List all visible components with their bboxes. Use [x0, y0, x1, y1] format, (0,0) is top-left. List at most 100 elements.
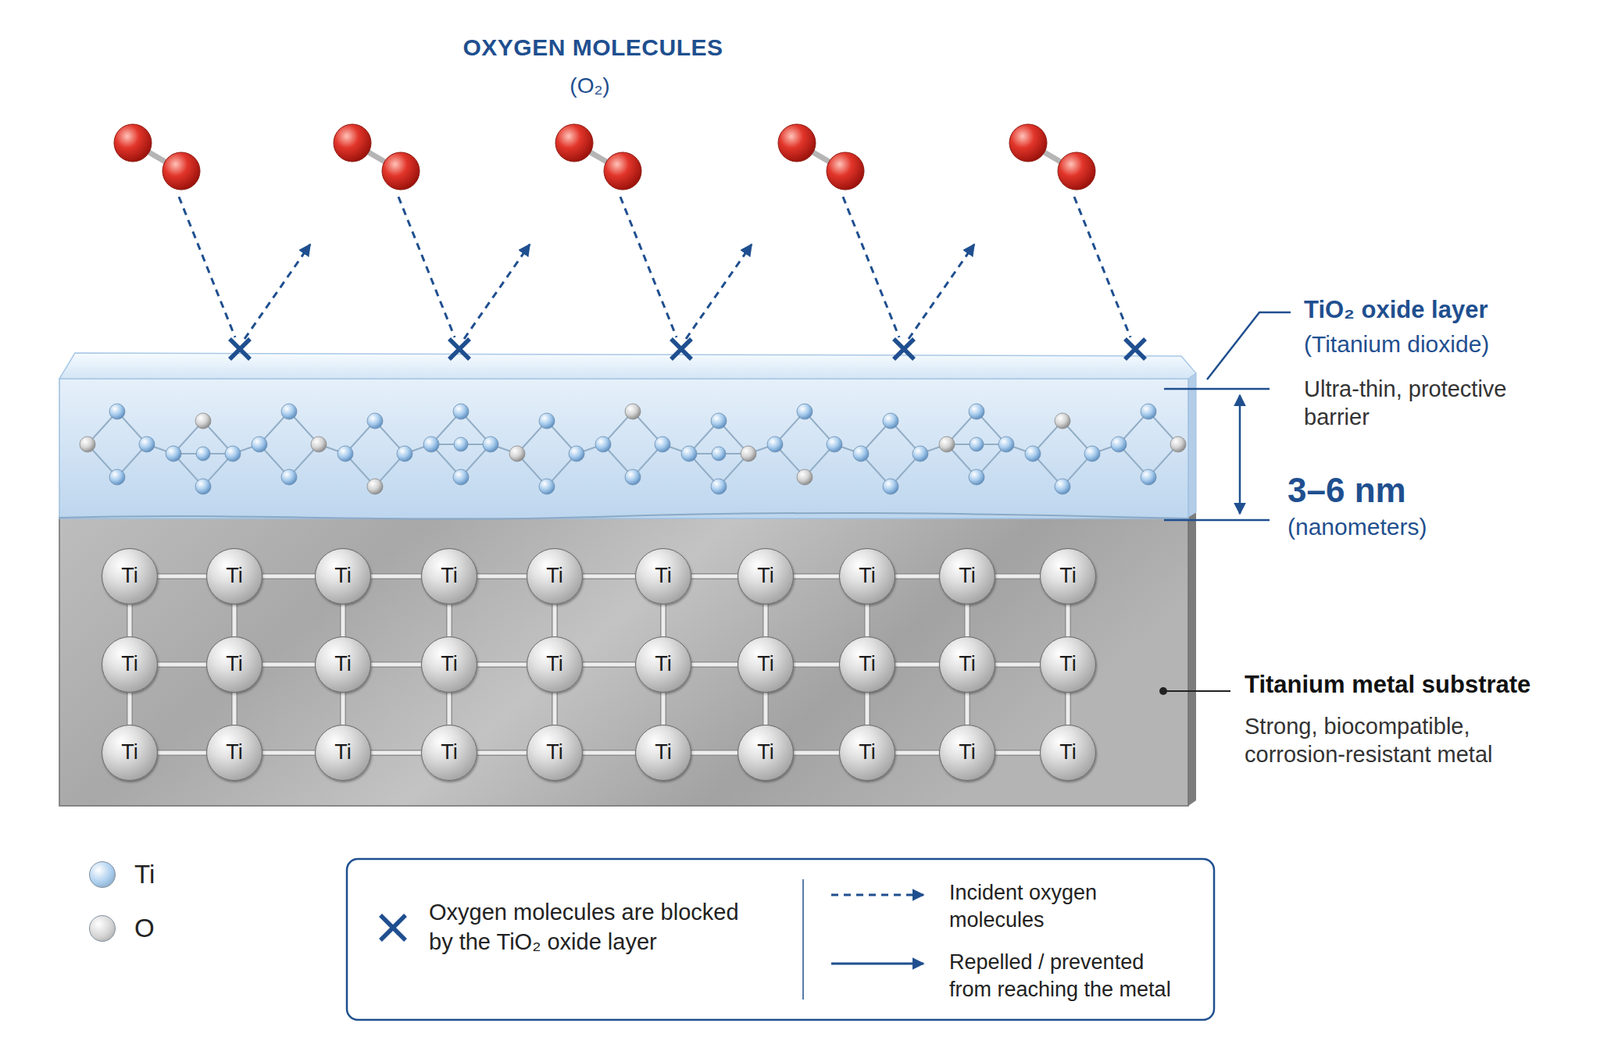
bond-outline: [691, 573, 738, 580]
title: OXYGEN MOLECULES: [462, 32, 723, 63]
oxide-layer: [59, 378, 1189, 519]
bond-outline: [582, 750, 636, 757]
dimension-tick: [1164, 388, 1270, 391]
lattice-atom: [139, 436, 155, 453]
lattice-bond: [157, 575, 207, 579]
bond-outline: [477, 573, 527, 580]
titanium-atom: Ti: [314, 725, 372, 782]
lattice-atom: [539, 413, 555, 429]
bond-outline: [157, 573, 207, 580]
atom-symbol: Ti: [858, 741, 876, 765]
atom-symbol: Ti: [121, 564, 139, 589]
lattice-atom: [595, 436, 611, 453]
lattice-atom: [882, 413, 899, 429]
lattice-bond: [895, 751, 940, 756]
titanium-atom: Ti: [737, 548, 794, 605]
bond-outline: [126, 604, 133, 637]
lattice-bond: [157, 663, 207, 668]
lattice-bond: [128, 692, 133, 725]
lattice-bond: [431, 411, 491, 478]
bond-outline: [262, 750, 315, 757]
lattice-atom: [969, 437, 984, 452]
bond-outline: [1064, 604, 1072, 637]
lattice-atom: [1170, 436, 1186, 453]
atom-symbol: Ti: [757, 653, 775, 677]
bond-outline: [762, 604, 769, 637]
repelled-path: [685, 244, 752, 340]
blocked-x-mark: [449, 339, 470, 360]
titanium-atom: Ti: [314, 636, 372, 693]
bond-outline: [551, 692, 558, 725]
bond-outline: [477, 661, 527, 668]
leader-line: [1207, 312, 1291, 380]
lattice-bond: [262, 575, 315, 579]
atom-symbol: Ti: [334, 741, 352, 765]
repelled-path: [464, 244, 530, 340]
lattice-bond: [477, 663, 527, 668]
legend-text: Oxygen molecules are blocked by the TiO₂…: [428, 898, 758, 958]
titanium-atom: Ti: [635, 548, 692, 605]
atom-symbol: Ti: [225, 564, 243, 589]
lattice-bond: [661, 604, 666, 637]
atom-symbol: Ti: [546, 653, 564, 677]
lattice-atom: [1084, 446, 1100, 462]
lattice-atom: [109, 469, 125, 486]
atom-symbol: Ti: [654, 741, 672, 765]
atom-symbol: Ti: [757, 741, 775, 765]
blocked-x-mark: [893, 339, 915, 360]
atom-symbol: Ti: [121, 653, 139, 677]
lattice-bond: [1066, 692, 1071, 725]
lattice-atom: [710, 478, 727, 495]
lattice-bond: [173, 421, 233, 487]
lattice-atom: [710, 413, 727, 429]
titanium-atom: Ti: [635, 725, 692, 782]
lattice-atom: [281, 403, 297, 420]
lattice-bond: [477, 751, 527, 756]
bond-outline: [793, 661, 840, 668]
lattice-bond: [793, 663, 840, 668]
lattice-bond: [860, 421, 921, 487]
titanium-atom: Ti: [939, 548, 996, 605]
lattice-bond: [259, 411, 319, 478]
dashed-arrow-symbol: [831, 894, 924, 897]
atom-symbol: Ti: [1059, 653, 1077, 677]
titanium-atom: Ti: [526, 725, 583, 782]
bond-outline: [371, 661, 422, 668]
lattice-bond: [965, 692, 970, 725]
oxygen-molecules: [114, 124, 1146, 360]
solid-arrow-symbol: [831, 963, 924, 966]
titanium-atom: Ti: [1039, 548, 1097, 605]
lattice-atom: [196, 446, 211, 461]
lattice-atom: [396, 446, 413, 462]
atom-symbol: Ti: [958, 741, 976, 765]
lattice-bond: [517, 421, 577, 487]
lattice-bond: [553, 604, 558, 637]
lattice-bond: [965, 604, 970, 637]
lattice-atom: [195, 413, 211, 429]
lattice-bond: [1118, 411, 1179, 478]
blocked-x-symbol: [380, 915, 406, 941]
lattice-bond: [775, 411, 835, 478]
bond-outline: [995, 661, 1040, 668]
legend-box: [346, 859, 1215, 1021]
lattice-bond: [865, 604, 870, 637]
bond-outline: [582, 573, 636, 580]
lattice-atom: [1025, 446, 1041, 462]
lattice-atom: [367, 413, 383, 429]
lattice-bond: [157, 751, 207, 756]
lattice-bond: [764, 692, 768, 725]
lattice-bond: [1032, 421, 1093, 487]
lattice-bond: [371, 751, 422, 756]
atom-symbol: Ti: [757, 564, 775, 589]
atom-symbol: Ti: [958, 653, 976, 677]
lattice-atom: [367, 478, 383, 495]
oxygen-atom: [778, 124, 816, 162]
lattice-bond: [995, 751, 1040, 756]
bond-outline: [895, 661, 940, 668]
lattice-atom: [853, 446, 869, 462]
lattice-atom: [711, 446, 726, 461]
lattice-atom: [882, 478, 899, 495]
titanium-atom: Ti: [421, 725, 478, 782]
atom-symbol: Ti: [440, 564, 458, 589]
legend-swatch: [89, 915, 116, 943]
